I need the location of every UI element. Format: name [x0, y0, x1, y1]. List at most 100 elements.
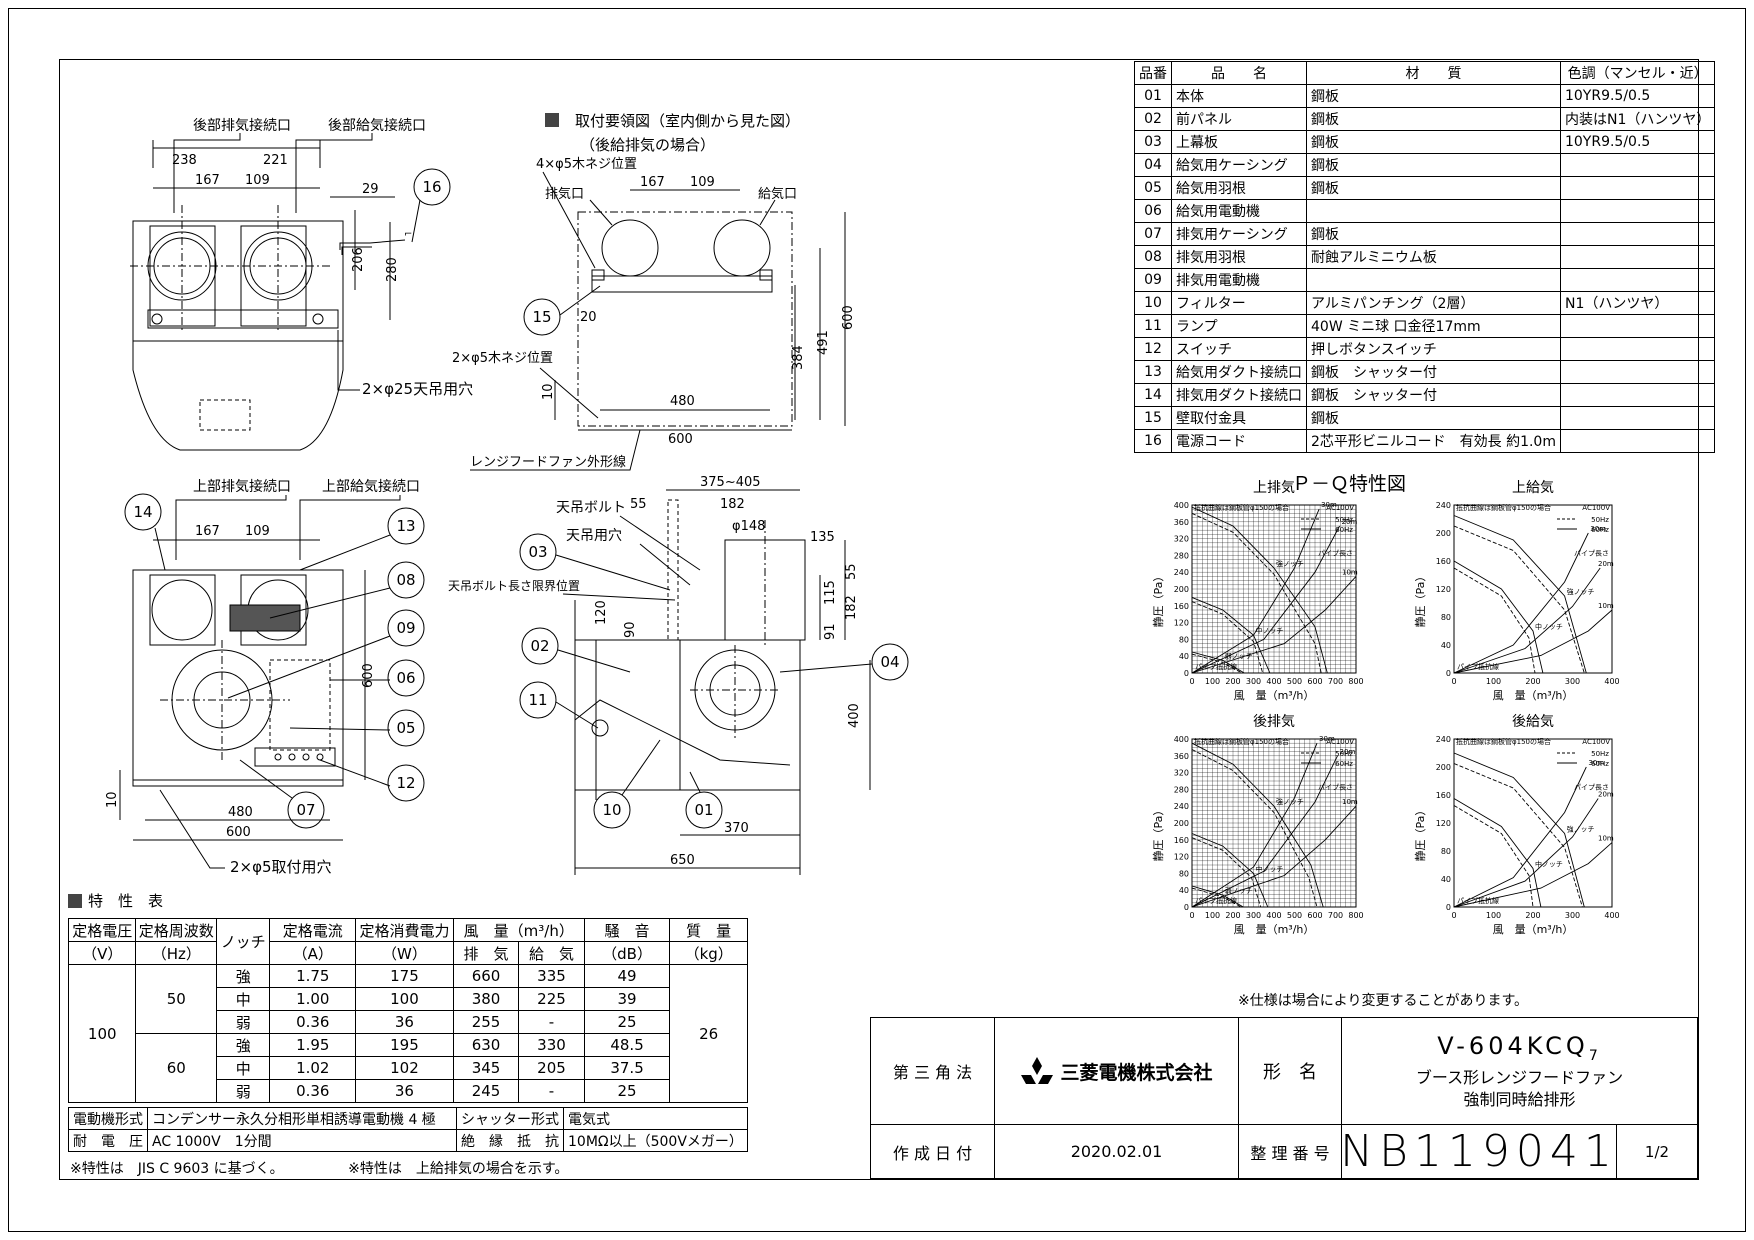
date-value: 2020.02.01	[994, 1124, 1239, 1179]
part-name: 前パネル	[1171, 107, 1307, 131]
spec-notch: 弱	[216, 1079, 271, 1103]
pq-series-line	[1453, 532, 1589, 674]
balloon-06: 06	[396, 669, 415, 687]
spec-power: 100	[355, 987, 454, 1011]
pq-title: Ｐ－Ｑ特性図	[1292, 473, 1406, 495]
front-dim-10: 10	[105, 791, 120, 808]
company-name: 三菱電機株式会社	[1060, 1061, 1213, 1084]
spec-voltage: 100	[67, 964, 137, 1103]
mount-subtitle: （後給排気の場合）	[580, 136, 715, 154]
pq-xlabel: 風 量（m³/h）	[1493, 923, 1574, 936]
pq-pipe-resistance-label: パイプ抵抗線	[1195, 662, 1237, 671]
pq-ytick-label: 40	[1441, 875, 1451, 884]
part-color: 10YR9.5/0.5	[1559, 130, 1716, 154]
balloon-11: 11	[528, 691, 547, 709]
part-color	[1559, 153, 1716, 177]
spec-exhaust: 245	[452, 1079, 520, 1103]
label-rear-exhaust: 後部排気接続口	[193, 117, 291, 134]
pq-xlabel: 風 量（m³/h）	[1493, 689, 1574, 702]
spec-frequency: 60	[135, 1033, 218, 1103]
spec-current: 1.02	[269, 1056, 357, 1080]
mount-title: 取付要領図（室内側から見た図）	[575, 112, 800, 130]
part-number: 04	[1134, 153, 1172, 177]
pq-series-line	[1191, 509, 1320, 674]
parts-header-number: 品番	[1134, 61, 1172, 85]
date-label: 作 成 日 付	[870, 1124, 995, 1179]
spec-title: 特 性 表	[68, 890, 163, 911]
dim-206: 206	[351, 247, 366, 272]
pq-series-label: 強ノッチ	[1276, 560, 1304, 568]
spec-title-text: 特 性 表	[88, 892, 164, 910]
part-name: 排気用ケーシング	[1171, 222, 1307, 246]
pq-ytick-label: 320	[1174, 769, 1189, 778]
pq-series-label: 10m	[1342, 568, 1358, 576]
pq-pipe-label: パイプ長さ	[1574, 549, 1609, 557]
label-top-supply: 上部給気接続口	[322, 478, 420, 495]
pq-xtick-label: 300	[1246, 677, 1261, 686]
part-material: 2芯平形ビニルコード 有効長 約1.0m	[1306, 429, 1561, 453]
part-material: 押しボタンスイッチ	[1306, 337, 1561, 361]
part-material: 鋼板	[1306, 176, 1561, 200]
balloon-12: 12	[396, 774, 415, 792]
mount-dim-384: 384	[791, 345, 806, 370]
side-dim-91: 91	[823, 623, 838, 640]
pq-series-label: 10m	[1598, 835, 1614, 843]
pq-ytick-label: 160	[1174, 836, 1189, 845]
pq-ytick-label: 240	[1436, 501, 1451, 510]
pq-xtick-label: 300	[1565, 911, 1580, 920]
pq-legend-60: 60Hz	[1591, 526, 1609, 534]
pq-ylabel: 静圧（Pa）	[1151, 805, 1165, 862]
pq-ytick-label: 240	[1174, 568, 1189, 577]
mount-dim-109: 109	[690, 175, 715, 190]
withstand-value: AC 1000V 1分間	[147, 1129, 457, 1152]
part-name: 電源コード	[1171, 429, 1307, 453]
spec-noise: 25	[583, 1079, 671, 1103]
spec-h-mass: 質 量	[669, 918, 748, 942]
pq-xlabel: 風 量（m³/h）	[1234, 689, 1315, 702]
pq-series-line	[1191, 743, 1318, 908]
pq-xtick-label: 400	[1604, 677, 1619, 686]
side-dim-55b: 55	[844, 563, 859, 580]
part-number: 03	[1134, 130, 1172, 154]
side-dim-182b: 182	[844, 595, 859, 620]
dim-221: 221	[263, 153, 288, 168]
balloon-15: 15	[532, 308, 551, 326]
mount-dim-600w: 600	[668, 432, 693, 447]
spec-noise: 39	[583, 987, 671, 1011]
spec-notch: 強	[216, 964, 271, 988]
pq-ytick-label: 80	[1441, 613, 1451, 622]
part-number: 08	[1134, 245, 1172, 269]
pq-ytick-label: 120	[1436, 819, 1451, 828]
spec-change-note: ※仕様は場合により変更することがあります。	[1238, 993, 1529, 1009]
side-dim-120: 120	[594, 600, 609, 625]
model-label: 形 名	[1238, 1017, 1342, 1125]
mount-dim-20: 20	[580, 310, 597, 325]
pq-resistance-note: 抵抗曲線は鋼板管φ150の場合	[1456, 503, 1551, 512]
motor-label: 電動機形式	[68, 1107, 148, 1130]
spec-h-freq-unit: （Hz）	[135, 941, 218, 965]
pq-series-label: 中ノッチ	[1256, 626, 1284, 635]
mount-screw-note-top: 4×φ5木ネジ位置	[536, 157, 637, 172]
model-suffix: 7	[1588, 1048, 1602, 1065]
pq-ytick-label: 40	[1179, 886, 1189, 895]
pq-series-line	[1453, 515, 1587, 674]
pq-xtick-label: 0	[1189, 677, 1194, 686]
pq-plot-frame	[1453, 504, 1613, 674]
part-name: 給気用羽根	[1171, 176, 1307, 200]
part-color	[1559, 176, 1716, 200]
part-number: 13	[1134, 360, 1172, 384]
balloon-01: 01	[694, 801, 713, 819]
label-top-exhaust: 上部排気接続口	[193, 478, 291, 495]
